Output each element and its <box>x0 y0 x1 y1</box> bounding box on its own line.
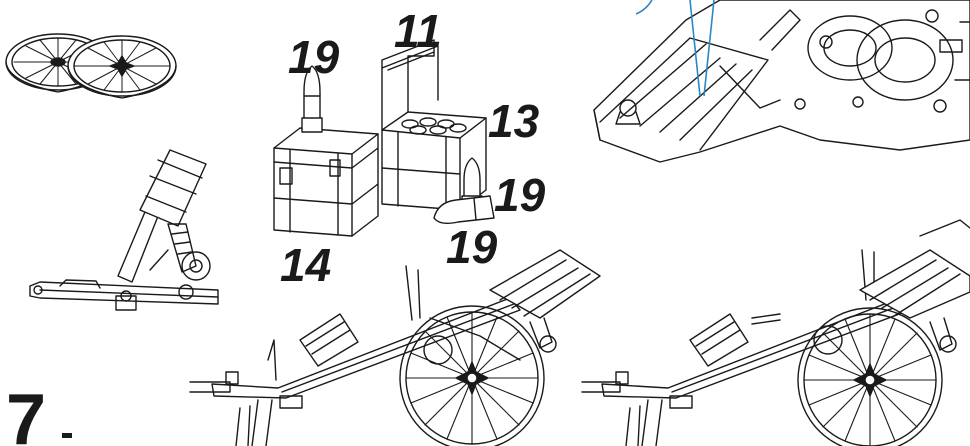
cannon-wheel-right <box>797 307 943 446</box>
callout-part-19-middle: 19 <box>494 169 546 221</box>
step-number: 7 <box>6 380 47 446</box>
mortar-raised-view <box>29 149 219 311</box>
callout-part-19-top: 19 <box>288 31 340 83</box>
projectile-lying <box>433 195 495 225</box>
spare-wheel-right <box>67 35 177 99</box>
spare-wheels <box>5 33 177 99</box>
ammo-box-closed <box>273 127 379 237</box>
callout-part-13: 13 <box>488 95 540 147</box>
projectile-top <box>301 65 323 133</box>
callout-part-19-lower: 19 <box>446 221 498 273</box>
cannon-assembly-middle <box>189 249 601 446</box>
assembly-guide-line <box>635 0 715 97</box>
step-number-dash <box>62 433 72 438</box>
gun-carriage-closeup <box>593 0 970 163</box>
callout-part-14: 14 <box>280 239 332 291</box>
ammo-box-open <box>381 39 487 211</box>
callout-part-11: 11 <box>394 5 442 57</box>
cannon-assembly-right <box>581 219 970 446</box>
cannon-wheel-middle <box>399 305 545 446</box>
